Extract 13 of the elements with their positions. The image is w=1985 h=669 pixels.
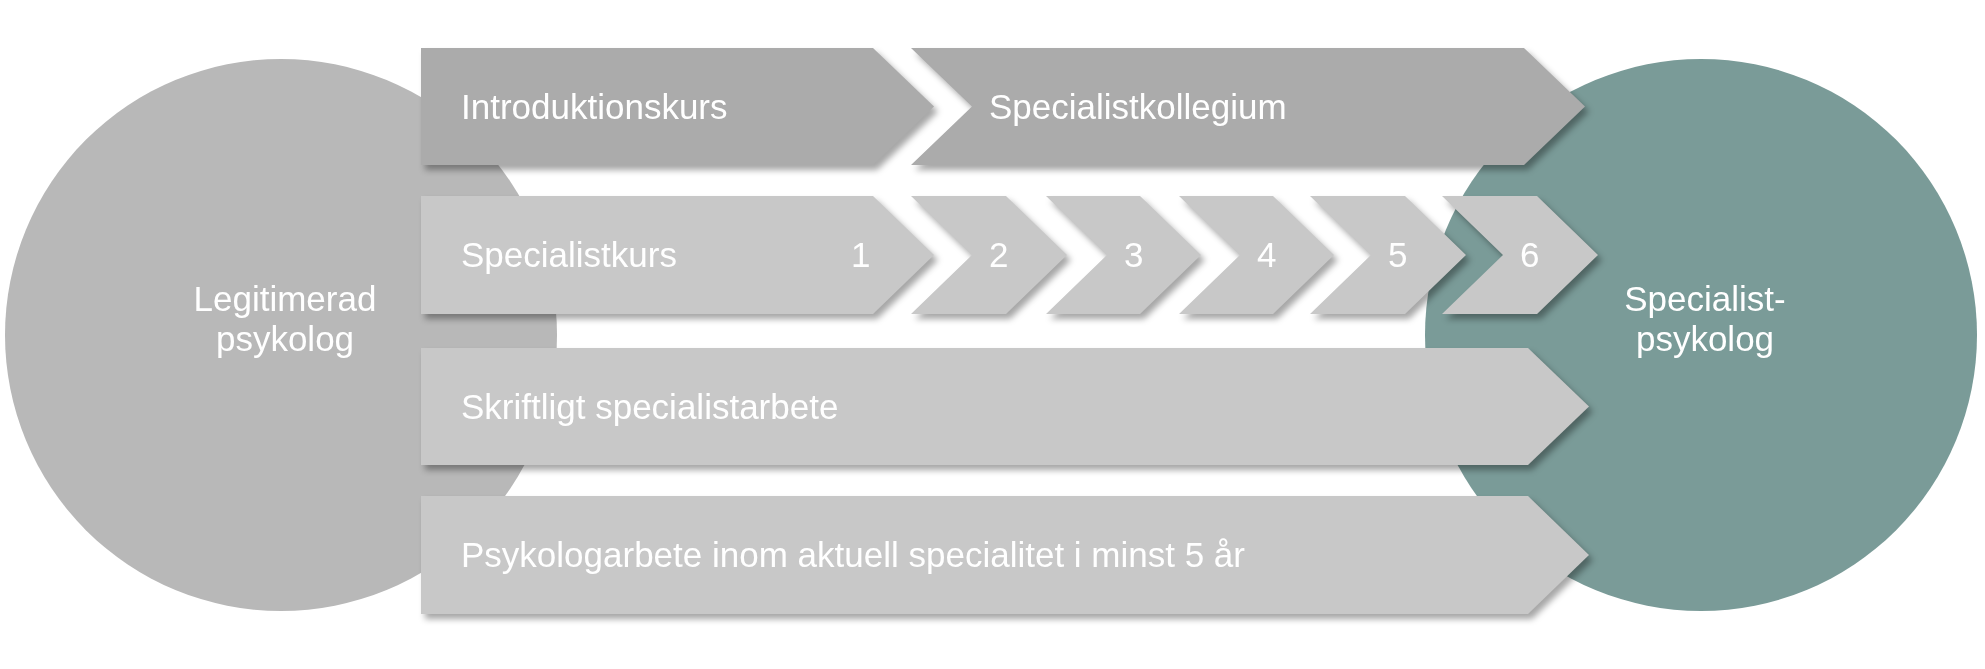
stage-label: Legitimerad psykolog (192, 279, 378, 360)
chevron-band (421, 48, 934, 165)
chevron-band (911, 196, 1067, 314)
stage-label: Specialist- psykolog (1623, 279, 1787, 360)
band-label: Introduktionskurs (461, 86, 728, 127)
chevron-band (1310, 196, 1466, 314)
chevron-band (911, 48, 1585, 165)
stage-circle (1425, 59, 1977, 611)
chevron-band (421, 496, 1589, 614)
chevron-band (421, 348, 1589, 465)
band-label: Specialistkollegium (989, 86, 1287, 127)
chevron-band (1179, 196, 1334, 314)
chevron-band (1046, 196, 1201, 314)
